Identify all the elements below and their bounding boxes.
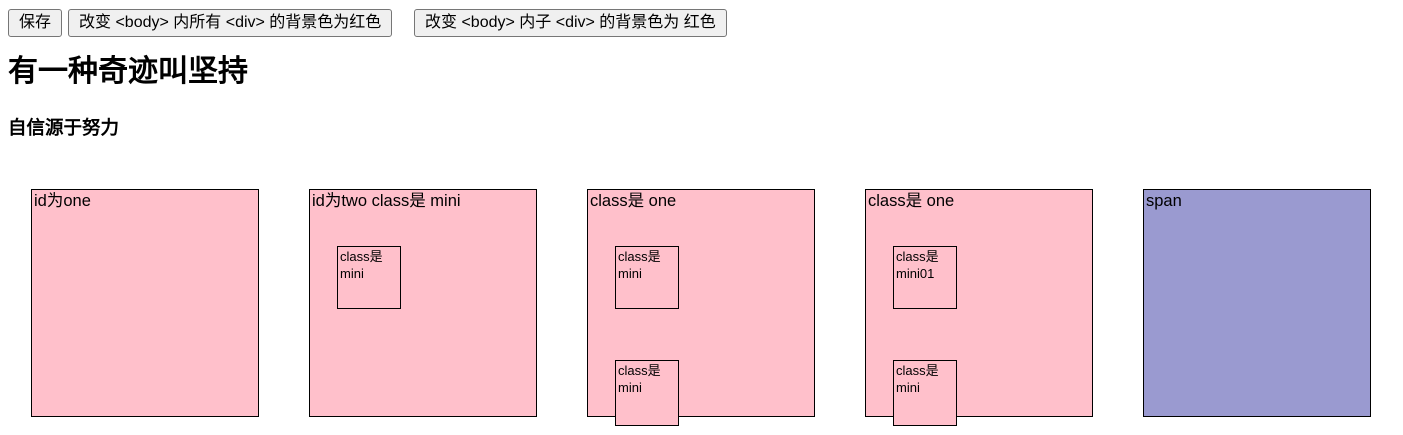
box-label: class是 mini	[618, 249, 661, 281]
nested-div-class-mini01: class是 mini01	[893, 246, 957, 309]
change-all-div-bg-button[interactable]: 改变 <body> 内所有 <div> 的背景色为红色	[68, 9, 393, 37]
div-box-id-two-class-mini: id为two class是 mini class是 mini	[309, 189, 537, 417]
page-title: 有一种奇迹叫坚持	[8, 55, 248, 88]
div-box-class-one-first: class是 one class是 mini class是 mini	[587, 189, 815, 426]
box-label: class是 mini	[896, 363, 939, 395]
nested-div-class-mini-overflow: class是 mini	[615, 360, 679, 426]
box-label: class是 mini	[340, 249, 383, 281]
box-label: class是 mini	[618, 363, 661, 395]
box-label: span	[1146, 192, 1182, 210]
box-label: id为two class是 mini	[312, 192, 461, 210]
span-box: span	[1143, 189, 1371, 417]
box-label: class是 one	[590, 192, 677, 210]
box-label: id为one	[34, 192, 91, 210]
nested-div-class-mini-overflow: class是 mini	[893, 360, 957, 426]
nested-div-class-mini: class是 mini	[337, 246, 401, 309]
page-subtitle: 自信源于努力	[8, 117, 120, 138]
div-box-id-one: id为one	[31, 189, 259, 417]
div-box-class-one-second: class是 one class是 mini01 class是 mini	[865, 189, 1093, 426]
change-child-div-bg-button[interactable]: 改变 <body> 内子 <div> 的背景色为 红色	[414, 9, 727, 37]
box-label: class是 mini01	[896, 249, 939, 281]
save-button[interactable]: 保存	[8, 9, 63, 37]
box-label: class是 one	[868, 192, 955, 210]
nested-div-class-mini: class是 mini	[615, 246, 679, 309]
